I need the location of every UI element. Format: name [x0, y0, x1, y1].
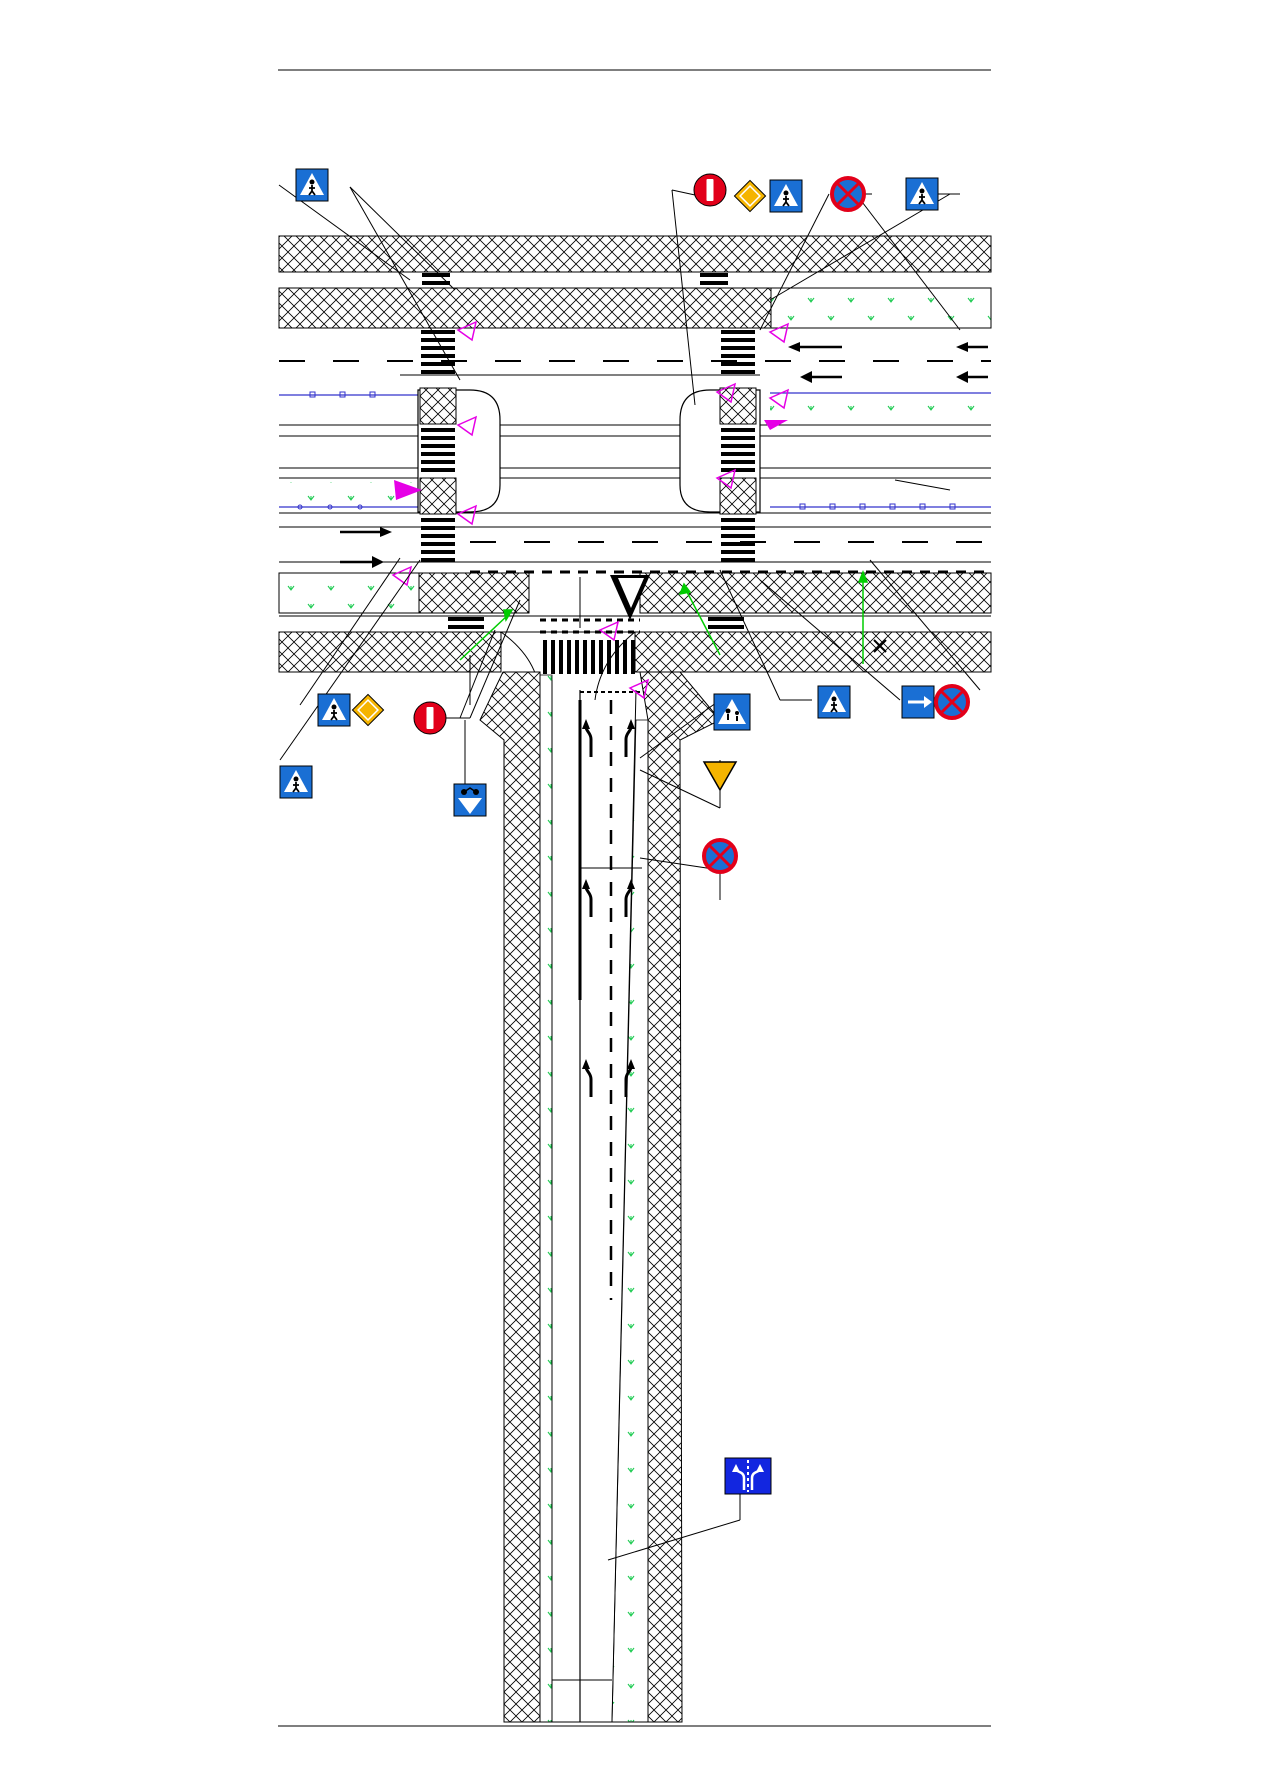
leader-lines	[278, 184, 981, 1561]
side-road-left-verge	[539, 674, 553, 1723]
pedestrian-crossing-sign	[317, 693, 351, 727]
south-hatched-strip-right	[634, 631, 992, 673]
zebra-crossings	[421, 273, 755, 674]
lane-arrows	[340, 342, 988, 568]
side-road-right-hatch	[639, 671, 721, 1723]
pedestrian-crossing-sign	[769, 179, 803, 213]
pedestrian-crossing-sign	[905, 177, 939, 211]
pedestrian-crossing-sign	[279, 765, 313, 799]
main-road	[278, 235, 992, 673]
side-road	[479, 631, 721, 1723]
lane-direction-sign	[901, 685, 935, 719]
no-stopping-sign	[934, 684, 970, 720]
children-warning-sign	[713, 693, 751, 731]
side-road-left-hatch	[479, 671, 541, 1723]
crossing-islands	[417, 387, 761, 515]
right-island-hatch	[719, 387, 757, 425]
north-hatched-band-left	[278, 287, 772, 329]
cross-marking	[873, 639, 887, 653]
pedestrian-crossing-sign	[817, 685, 851, 719]
no-stopping-sign	[830, 176, 866, 212]
sight-lines	[459, 569, 869, 664]
cyclists-crossing-sign	[453, 783, 487, 817]
no-entry-sign	[693, 173, 727, 207]
side-road-zebra	[543, 640, 635, 674]
left-island-hatch	[419, 387, 457, 425]
south-hatched-right	[639, 572, 992, 614]
yield-sign	[702, 761, 738, 792]
no-stopping-sign	[702, 838, 738, 874]
north-hatched-strip	[278, 235, 992, 273]
south-hatched-left	[418, 572, 530, 614]
priority-road-sign	[733, 179, 767, 213]
north-grass-right	[770, 287, 992, 329]
ped-markers	[392, 321, 789, 699]
north-grass-median	[770, 396, 991, 422]
south-hatched-strip-left	[278, 631, 502, 673]
priority-road-sign	[351, 693, 385, 727]
side-road-right-verge	[611, 719, 649, 1723]
pedestrian-crossing-sign	[295, 168, 329, 202]
tree-markers	[297, 391, 956, 510]
lane-direction-sign	[724, 1457, 772, 1495]
no-entry-sign	[413, 701, 447, 735]
